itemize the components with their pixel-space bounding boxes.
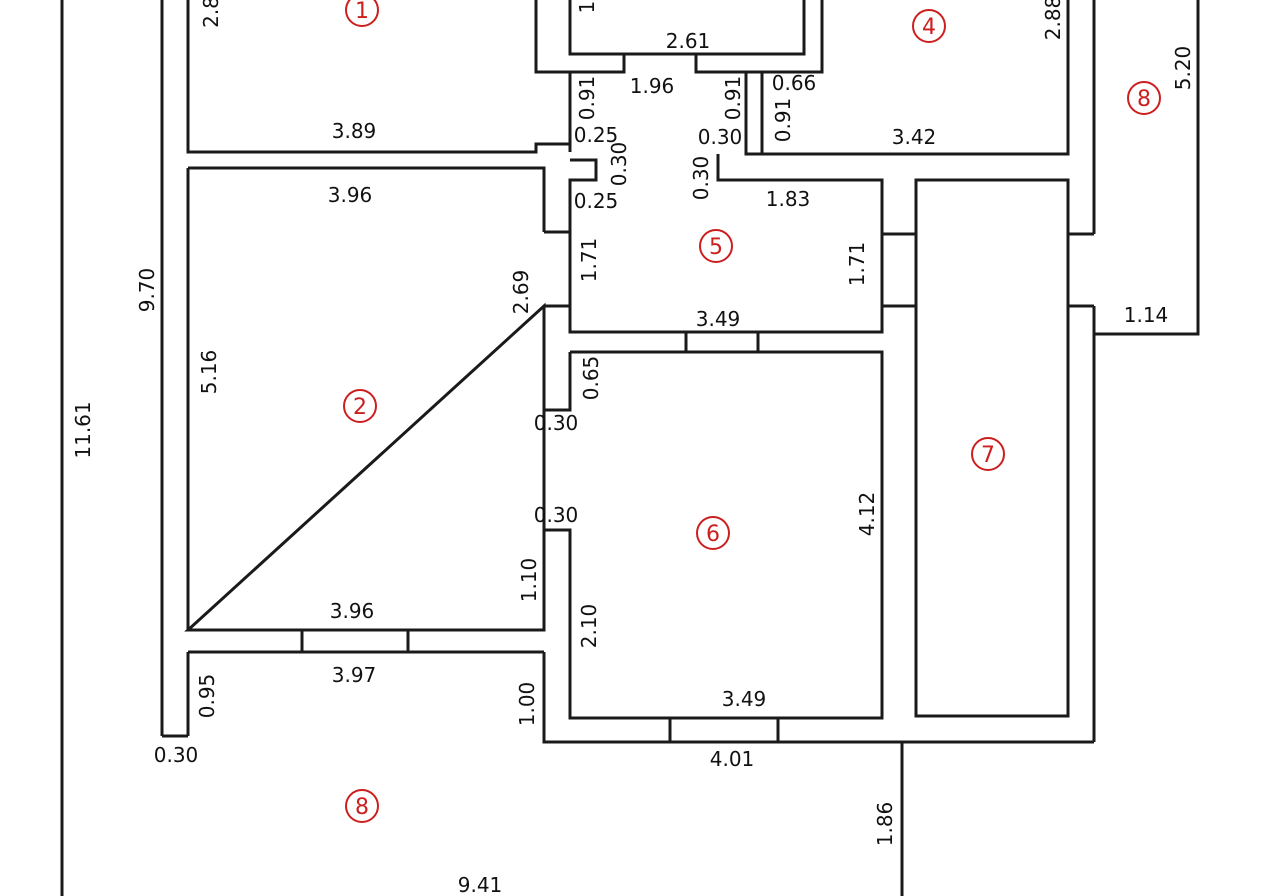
- room-marker-8-bottom-label: 8: [355, 795, 369, 820]
- dimension-label: 0.95: [195, 674, 219, 719]
- room-marker-8-bottom: 8: [345, 789, 379, 823]
- dimension-label: 0.30: [534, 503, 579, 527]
- dimension-label: 0.65: [579, 356, 603, 401]
- dimension-label: 3.96: [330, 599, 375, 623]
- room-marker-7-label: 7: [981, 443, 995, 468]
- dimension-label: 9.41: [458, 873, 503, 896]
- room-marker-6: 6: [696, 516, 730, 550]
- room-marker-2-label: 2: [353, 395, 367, 420]
- room-4-walls: [762, 0, 1070, 156]
- dimension-labels: 2.8 1. 2.61 2.88 5.20 0.91 1.96 0.91 0.6…: [71, 0, 1195, 896]
- dimension-label: 3.49: [722, 687, 767, 711]
- room-marker-4-circle: [912, 9, 946, 43]
- room-8-right-walls: [1068, 0, 1200, 742]
- dimension-label: 0.30: [534, 411, 579, 435]
- dimension-label: 1.00: [515, 682, 539, 727]
- dimension-label: 1.86: [873, 802, 897, 847]
- dimension-label: 5.16: [197, 350, 221, 395]
- room-marker-8-right: 8: [1127, 81, 1161, 115]
- room-marker-4: 4: [912, 9, 946, 43]
- room-marker-1-circle: [345, 0, 379, 27]
- dimension-label: 3.96: [328, 183, 373, 207]
- dimension-label: 2.61: [666, 29, 711, 53]
- dimension-label: 2.10: [577, 604, 601, 649]
- room-6-walls: [544, 350, 884, 720]
- dimension-label: 4.01: [710, 747, 755, 771]
- room-6-door: [668, 332, 780, 742]
- dimension-label: 0.30: [154, 743, 199, 767]
- room-marker-5-circle: [699, 229, 733, 263]
- dimension-label: 3.97: [332, 663, 377, 687]
- room-1-walls: [186, 0, 572, 154]
- dimension-label: 1.83: [766, 187, 811, 211]
- room-marker-2: 2: [343, 389, 377, 423]
- dimension-label: 1.: [575, 0, 599, 14]
- room-marker-5: 5: [699, 229, 733, 263]
- room-marker-7-circle: [971, 437, 1005, 471]
- dimension-label: 1.14: [1124, 303, 1169, 327]
- dimension-label: 1.10: [517, 558, 541, 603]
- room-5-door-jambs: [544, 230, 916, 308]
- dimension-label: 0.91: [721, 76, 745, 121]
- room-marker-8-bottom-circle: [345, 789, 379, 823]
- room-marker-6-label: 6: [706, 522, 720, 547]
- dimension-label: 5.20: [1171, 46, 1195, 91]
- dimension-label: 1.96: [630, 74, 675, 98]
- dimension-label: 3.89: [332, 119, 377, 143]
- dimension-label: 2.8: [199, 0, 223, 28]
- dimension-label: 1.71: [845, 242, 869, 287]
- room-7-walls: [914, 178, 1070, 718]
- dimension-label: 2.69: [509, 270, 533, 315]
- dimension-label: 0.30: [689, 156, 713, 201]
- dimension-label: 3.49: [696, 307, 741, 331]
- dimension-label: 0.25: [574, 123, 619, 147]
- room-2-walls: [184, 166, 546, 632]
- dimension-label: 0.30: [698, 125, 743, 149]
- room-marker-2-circle: [343, 389, 377, 423]
- dimension-label: 9.70: [135, 268, 159, 313]
- room-marker-7: 7: [971, 437, 1005, 471]
- dimension-label: 0.25: [574, 189, 619, 213]
- room-marker-6-circle: [696, 516, 730, 550]
- room-marker-4-label: 4: [922, 15, 936, 40]
- dimension-label: 1.71: [577, 238, 601, 283]
- room-marker-5-label: 5: [709, 235, 723, 260]
- room-5-walls: [568, 154, 884, 334]
- room-2-bottom-door: [300, 630, 410, 652]
- corridor-top: [568, 72, 764, 156]
- dimension-label: 0.66: [772, 71, 817, 95]
- dimension-label: 2.88: [1041, 0, 1065, 40]
- room-marker-8-right-circle: [1127, 81, 1161, 115]
- room-markers: 1 2 4 5 6 7 8 8: [343, 0, 1161, 823]
- room-marker-8-right-label: 8: [1137, 87, 1151, 112]
- room-marker-1-label: 1: [355, 0, 369, 24]
- dimension-label: 3.42: [892, 125, 937, 149]
- dimension-label: 0.91: [575, 76, 599, 121]
- room-marker-1: 1: [345, 0, 379, 27]
- dimension-label: 0.30: [607, 142, 631, 187]
- dimension-label: 0.91: [771, 98, 795, 143]
- walls: [60, 0, 1200, 896]
- dimension-label: 4.12: [855, 492, 879, 537]
- bottom-walls: [186, 650, 1094, 896]
- dimension-label: 11.61: [71, 401, 95, 458]
